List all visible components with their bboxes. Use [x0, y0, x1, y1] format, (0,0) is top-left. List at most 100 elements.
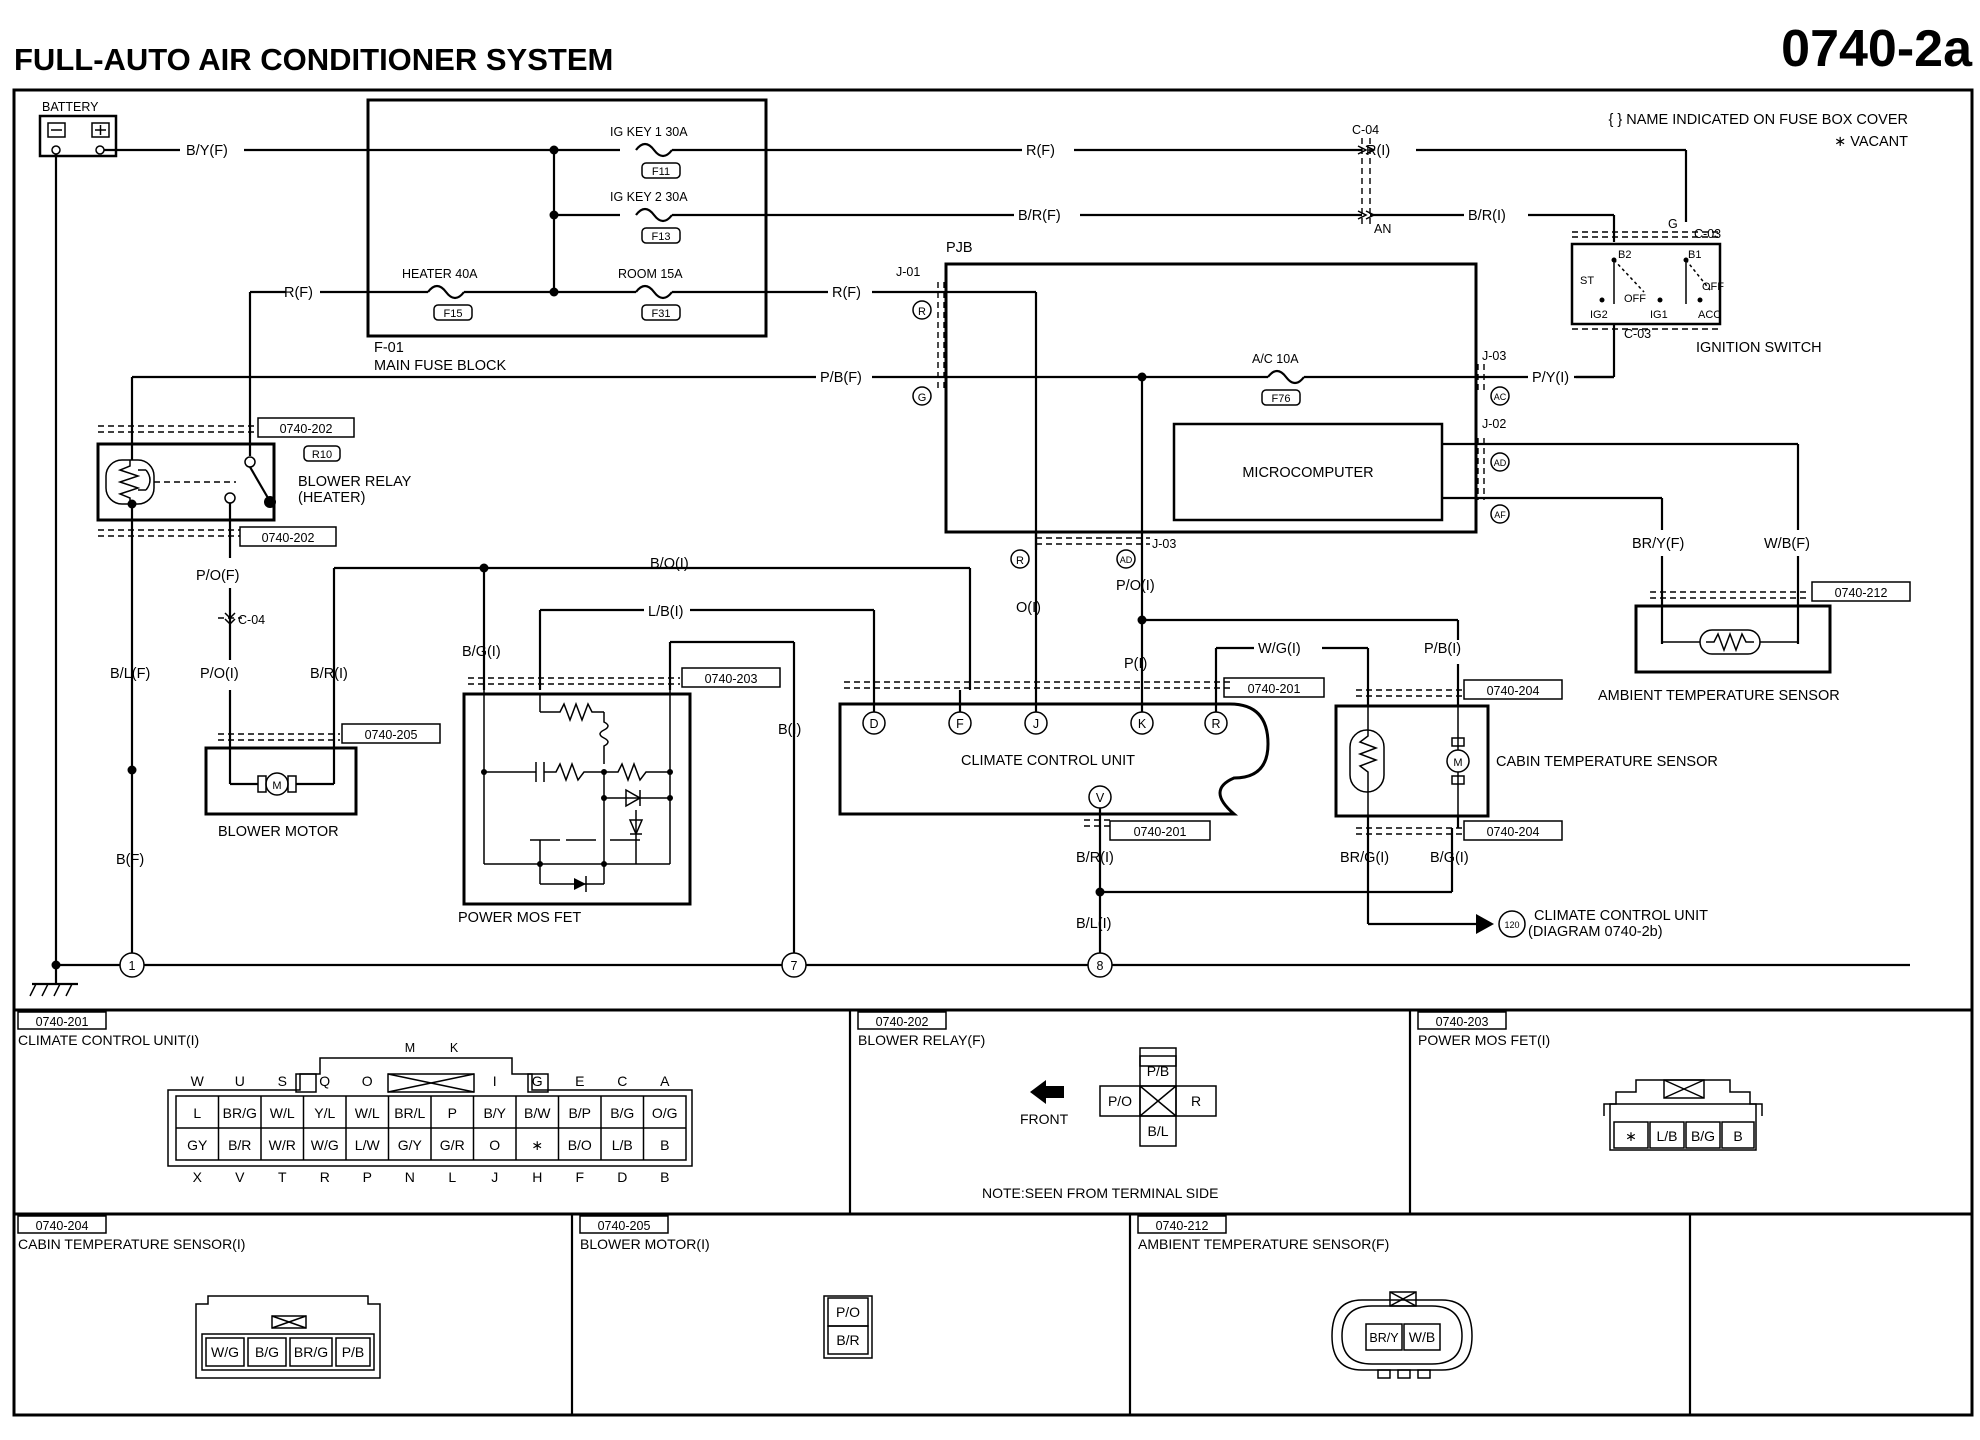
c201-pin-row2: GY: [187, 1137, 208, 1153]
wire-label-o-i: O(I): [1016, 600, 1041, 616]
microcomputer-label: MICROCOMPUTER: [1242, 465, 1373, 481]
blower-relay-label-2: (HEATER): [298, 490, 365, 506]
c201-top-letter: U: [235, 1073, 245, 1089]
fuse-room-label: ROOM 15A: [618, 267, 683, 281]
ref-diagram-number: 120: [1504, 920, 1519, 930]
c203-pin-4: B: [1733, 1128, 1742, 1144]
c204-id: 0740-204: [36, 1219, 89, 1233]
main-fuse-block-id: F-01: [374, 340, 404, 356]
c201-id: 0740-201: [36, 1015, 89, 1029]
connector-ref-201-top: 0740-201: [1248, 682, 1301, 696]
c202-pin-pb: P/B: [1147, 1063, 1170, 1079]
microcomputer: [1172, 422, 1444, 522]
c201-bottom-letter: D: [617, 1169, 627, 1185]
wire-label-wg-i: W/G(I): [1258, 641, 1301, 657]
c205-name: BLOWER MOTOR(I): [580, 1236, 710, 1252]
fuse-ac-label: A/C 10A: [1252, 352, 1299, 366]
connector-c03-top: C-03: [1694, 227, 1721, 241]
connector-c04-mid: C-04: [238, 613, 265, 627]
main-fuse-block-label: MAIN FUSE BLOCK: [374, 358, 506, 374]
switch-terminal-b2: B2: [1618, 249, 1631, 261]
ccu-pin-v: V: [1096, 791, 1105, 805]
c201-pin-row2: B/R: [228, 1137, 251, 1153]
connector-pjb-ad: AD: [1120, 555, 1133, 565]
c201-pin-row1: O/G: [652, 1105, 678, 1121]
c201-bottom-letter: N: [405, 1169, 415, 1185]
battery-label: BATTERY: [42, 100, 99, 114]
connector-c03-bottom: C-03: [1624, 327, 1651, 341]
c201-pin-row1: BR/G: [223, 1105, 257, 1121]
connector-j02-ad: AD: [1494, 458, 1507, 468]
connector-ref-202-top: 0740-202: [280, 422, 333, 436]
c201-top-letter: I: [493, 1073, 497, 1089]
c201-pin-row2: G/Y: [398, 1137, 423, 1153]
wire-label-br-i-ccu: B/R(I): [1076, 850, 1114, 866]
wire-label-by-f: B/Y(F): [186, 143, 228, 159]
connector-an: AN: [1374, 222, 1391, 236]
switch-terminal-acc: ACC: [1698, 309, 1721, 321]
c201-bottom-letter: R: [320, 1169, 330, 1185]
fuse-ig-key2-label: IG KEY 2 30A: [610, 190, 688, 204]
connector-ref-204-bottom: 0740-204: [1487, 825, 1540, 839]
c201-top-letter: A: [660, 1073, 670, 1089]
cabin-sensor-motor-symbol: M: [1453, 757, 1462, 769]
c202-pin-po: P/O: [1108, 1093, 1132, 1109]
fuse-ig-key1-id: F11: [652, 166, 670, 178]
c212-name: AMBIENT TEMPERATURE SENSOR(F): [1138, 1236, 1389, 1252]
c201-pin-row2: B: [660, 1137, 669, 1153]
fuse-ig-key1-label: IG KEY 1 30A: [610, 125, 688, 139]
connector-ref-205: 0740-205: [365, 728, 418, 742]
c201-pin-row1: B/W: [524, 1105, 551, 1121]
wire-label-bl-i: B/L(I): [1076, 916, 1111, 932]
power-mos-fet-label: POWER MOS FET: [458, 910, 581, 926]
c201-name: CLIMATE CONTROL UNIT(I): [18, 1032, 199, 1048]
c201-pin-row1: B/G: [610, 1105, 634, 1121]
blower-motor-label: BLOWER MOTOR: [218, 824, 339, 840]
c201-header-m: M: [405, 1041, 415, 1055]
ccu-pin-r: R: [1211, 717, 1220, 731]
ccu-pin-k: K: [1138, 717, 1147, 731]
wire-label-bg-i-sensor: B/G(I): [1430, 850, 1469, 866]
wire-label-po-f: P/O(F): [196, 568, 240, 584]
battery: BATTERY: [38, 100, 118, 158]
c201-pin-row2: W/R: [269, 1137, 296, 1153]
switch-terminal-st: ST: [1580, 275, 1594, 287]
c204-pin-3: BR/G: [294, 1344, 328, 1360]
c201-top-letter: E: [575, 1073, 584, 1089]
c201-pin-row2: G/R: [440, 1137, 465, 1153]
wire-label-br-f: B/R(F): [1018, 208, 1061, 224]
c203-name: POWER MOS FET(I): [1418, 1032, 1550, 1048]
wire-label-r-f-room: R(F): [832, 285, 861, 301]
cabin-temp-sensor: [1334, 704, 1490, 818]
switch-terminal-b1: B1: [1688, 249, 1701, 261]
ground-point-1: 1: [129, 959, 136, 973]
c201-bottom-letter: F: [575, 1169, 584, 1185]
fuse-heater-label: HEATER 40A: [402, 267, 478, 281]
ground-point-7: 7: [791, 959, 798, 973]
wire-label-br-i-blower: B/R(I): [310, 666, 348, 682]
legend-note-fuse-name: { } NAME INDICATED ON FUSE BOX COVER: [1609, 112, 1908, 128]
wire-label-pb-i: P/B(I): [1424, 641, 1461, 657]
c201-bottom-letter: P: [363, 1169, 372, 1185]
c201-bottom-letter: J: [491, 1169, 498, 1185]
ambient-temp-sensor: [1634, 604, 1832, 674]
ambient-sensor-label: AMBIENT TEMPERATURE SENSOR: [1598, 688, 1840, 704]
connector-switch-g: G: [1668, 217, 1678, 231]
wire-label-bo-i: B/O(I): [650, 556, 689, 572]
front-arrow-icon: [1030, 1080, 1064, 1104]
ref-diagram-label-2: (DIAGRAM 0740-2b): [1528, 924, 1663, 940]
connector-ref-204-top: 0740-204: [1487, 684, 1540, 698]
blower-relay-label-1: BLOWER RELAY: [298, 474, 412, 490]
c201-top-letter: Q: [319, 1073, 330, 1089]
c201-pin-row2: L/B: [612, 1137, 633, 1153]
c204-pin-4: P/B: [342, 1344, 365, 1360]
wire-label-r-i-top: R(I): [1366, 143, 1390, 159]
connector-ref-212: 0740-212: [1835, 586, 1888, 600]
wire-label-bg-i: B/G(I): [462, 644, 501, 660]
cabin-sensor-label: CABIN TEMPERATURE SENSOR: [1496, 754, 1718, 770]
c212-pin-1: BR/Y: [1369, 1331, 1399, 1345]
ground-point-8: 8: [1097, 959, 1104, 973]
